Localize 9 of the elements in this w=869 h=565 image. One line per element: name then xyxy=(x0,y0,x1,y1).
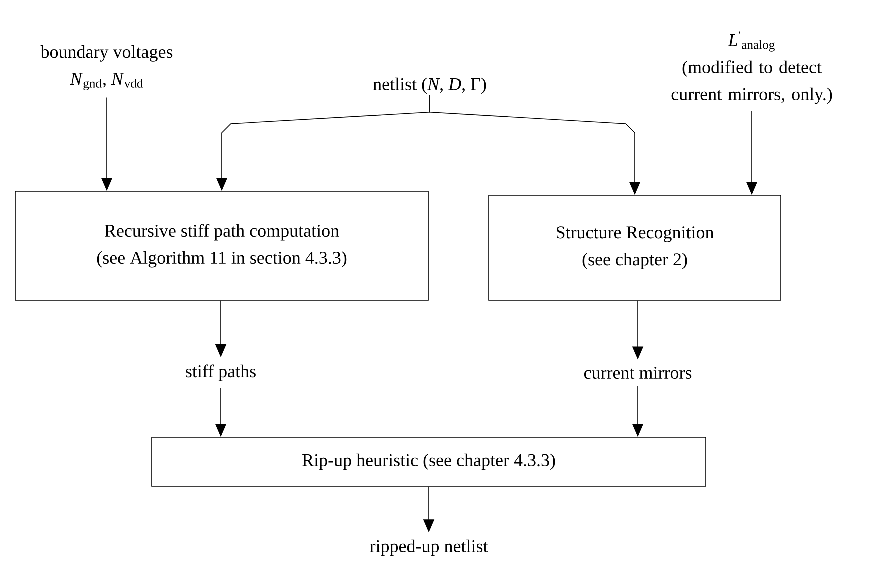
text-label: current mirrors xyxy=(584,366,692,380)
text-label: L$^{′}$analog (modified to detect current mirrors, only.) xyxy=(672,32,832,104)
process-box: Rip-up heuristic (see chapter 4.3.3) xyxy=(152,437,706,487)
text-label: boundary voltages N$_{gnd}$, N$_{vdd}$ xyxy=(40,46,173,90)
text-label: ripped-up netlist xyxy=(370,540,488,556)
text-label: netlist (N, D, Γ) xyxy=(373,78,486,94)
process-box: Recursive stiff path computation (see Algorithm 11 in section 4.3.3) xyxy=(15,191,429,301)
process-box: Structure Recognition (see chapter 2) xyxy=(488,195,782,301)
text-label: stiff paths xyxy=(186,364,256,382)
